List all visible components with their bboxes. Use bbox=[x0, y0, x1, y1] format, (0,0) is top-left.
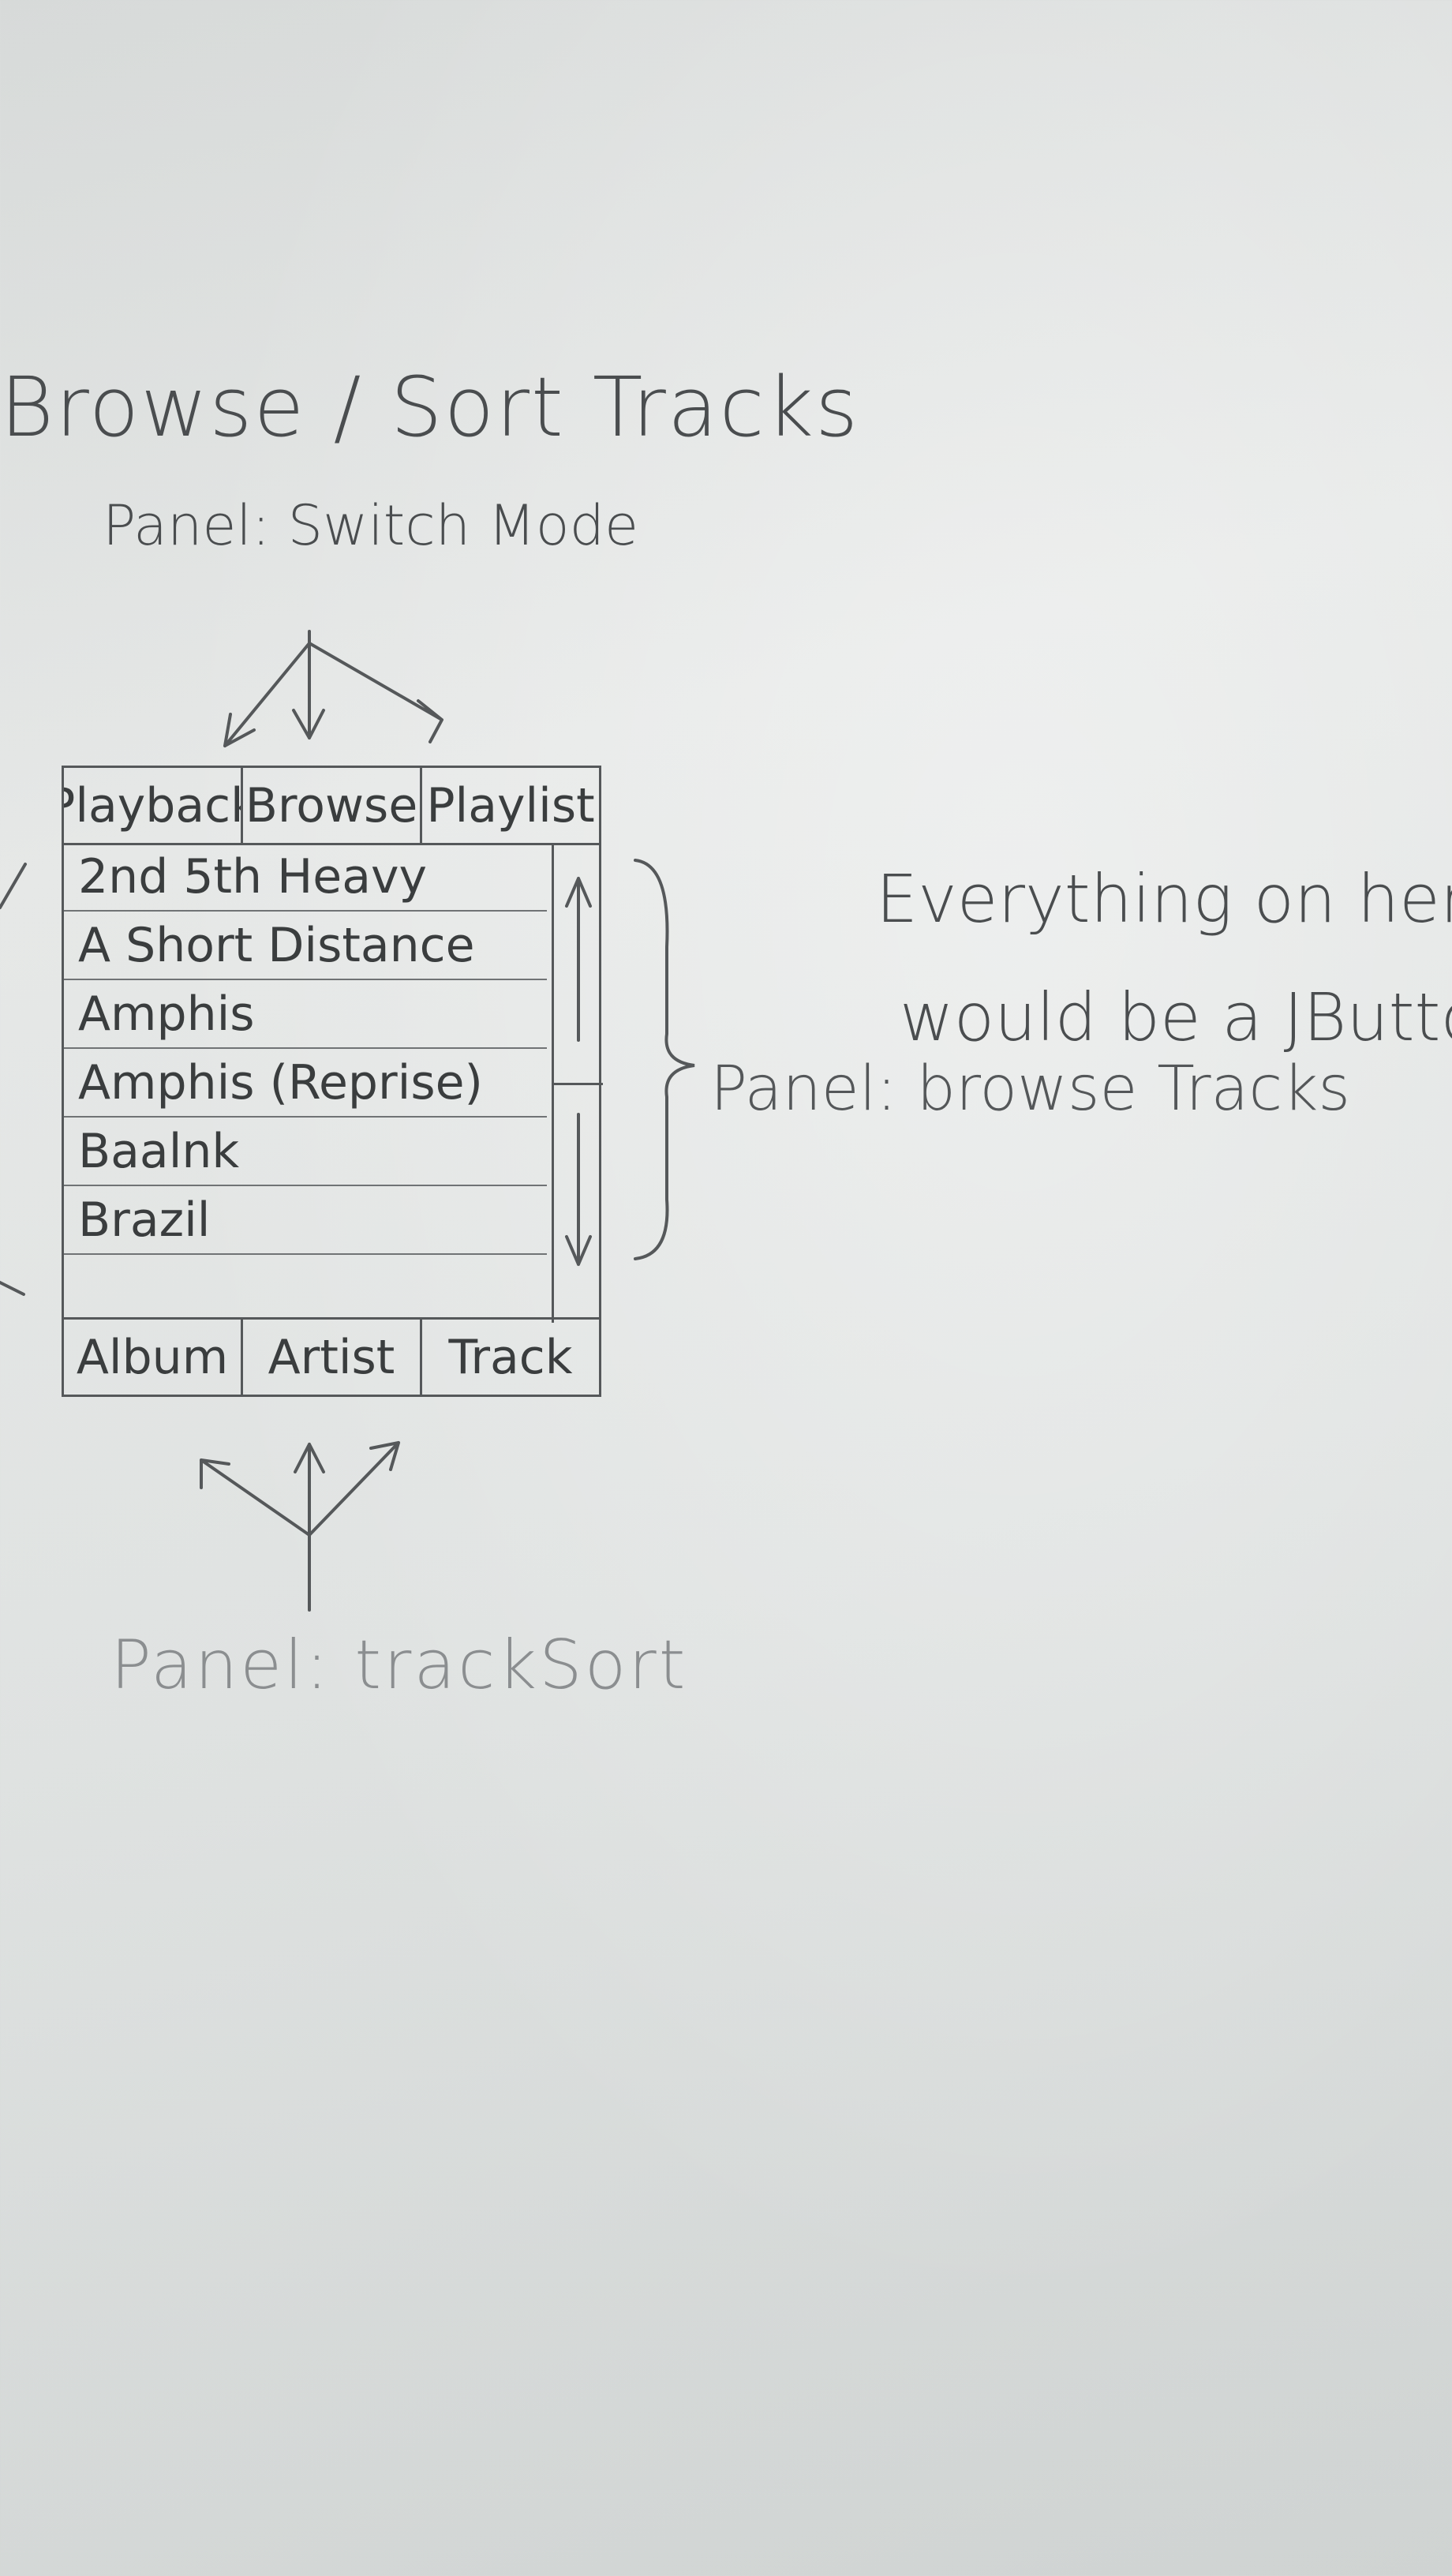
switch-arrow-center bbox=[292, 642, 325, 739]
down-arrow-icon bbox=[565, 1113, 592, 1266]
track-item[interactable]: Amphis (Reprise) bbox=[64, 1049, 547, 1118]
sort-button-bar: Album Artist Track bbox=[64, 1317, 599, 1395]
tab-playback[interactable]: Playback bbox=[64, 768, 243, 843]
scroll-up-button[interactable] bbox=[554, 843, 603, 1085]
mode-tab-bar: Playback Browse Playlist bbox=[64, 768, 599, 845]
browse-tracks-panel-label: Panel: browse Tracks bbox=[710, 1054, 1351, 1125]
track-item[interactable]: Amphis bbox=[64, 980, 547, 1049]
track-item[interactable]: Baalnk bbox=[64, 1118, 547, 1186]
sort-arrow-left bbox=[200, 1458, 311, 1537]
track-item[interactable] bbox=[64, 1255, 547, 1324]
page-title: Browse / Sort Tracks bbox=[0, 359, 860, 455]
browse-brace bbox=[634, 859, 695, 1260]
track-sort-panel-label: Panel: trackSort bbox=[110, 1626, 688, 1705]
sort-track-button[interactable]: Track bbox=[448, 1329, 573, 1385]
track-item[interactable]: 2nd 5th Heavy bbox=[64, 843, 547, 912]
sort-arrow-center bbox=[294, 1443, 325, 1537]
music-browser-mockup: Playback Browse Playlist 2nd 5th Heavy A… bbox=[62, 766, 603, 1397]
tab-browse[interactable]: Browse bbox=[243, 768, 422, 843]
left-edge-mark-top bbox=[0, 863, 27, 909]
jbutton-note-line-1: Everything on here bbox=[876, 860, 1452, 938]
tab-playlist[interactable]: Playlist bbox=[426, 777, 595, 833]
track-list: 2nd 5th Heavy A Short Distance Amphis Am… bbox=[64, 843, 547, 1323]
switch-mode-panel-label: Panel: Switch Mode bbox=[103, 493, 639, 558]
jbutton-note-line-2: would be a JButton bbox=[900, 979, 1452, 1056]
track-item[interactable]: A Short Distance bbox=[64, 912, 547, 980]
sort-artist-button[interactable]: Artist bbox=[243, 1320, 422, 1395]
left-edge-mark-bottom bbox=[0, 1281, 25, 1296]
sort-album-button[interactable]: Album bbox=[64, 1320, 243, 1395]
switch-arrow-right bbox=[308, 642, 443, 743]
sort-arrow-right bbox=[308, 1441, 400, 1537]
switch-arrow-left bbox=[223, 642, 311, 747]
track-item[interactable]: Brazil bbox=[64, 1186, 547, 1255]
track-scrollbar[interactable] bbox=[552, 843, 603, 1323]
scroll-down-button[interactable] bbox=[554, 1083, 603, 1323]
up-arrow-icon bbox=[565, 877, 592, 1042]
